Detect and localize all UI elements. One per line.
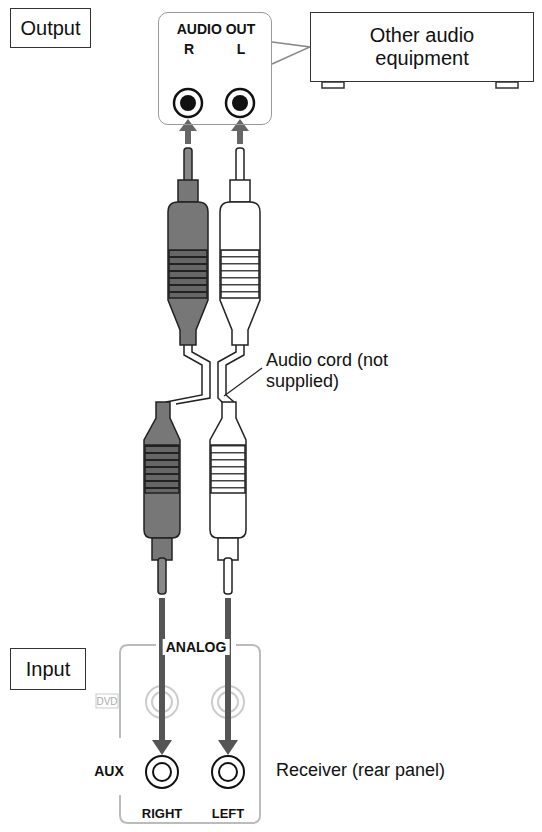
audio-out-panel: AUDIO OUT R L bbox=[158, 12, 272, 125]
jack-label: DVD bbox=[96, 696, 117, 708]
dvd-frame bbox=[96, 694, 118, 708]
callout-wedge bbox=[272, 42, 310, 64]
plug-red bbox=[144, 402, 180, 594]
box-label: Input bbox=[20, 658, 76, 681]
plug-white bbox=[220, 148, 260, 345]
leader-line bbox=[224, 368, 262, 396]
cord-wire bbox=[166, 345, 244, 404]
jack-label: AUX bbox=[94, 763, 124, 779]
receiver-panel: ANALOG DVD AUX RIGHT LEFT bbox=[92, 634, 267, 828]
device-label: Receiver (rear panel) bbox=[276, 760, 536, 781]
equipment-foot bbox=[496, 82, 518, 88]
panel-outline bbox=[120, 645, 260, 823]
jack-label: L bbox=[237, 41, 246, 57]
plug-white bbox=[210, 402, 246, 594]
box-label: Other audio equipment bbox=[316, 24, 528, 70]
insert-arrow bbox=[152, 598, 238, 755]
output-jacks bbox=[174, 89, 254, 117]
panel-label: AUDIO OUT bbox=[177, 21, 256, 37]
plug-red bbox=[168, 148, 208, 345]
equipment-foot bbox=[322, 82, 344, 88]
cord-label: Audio cord (not supplied) bbox=[266, 350, 426, 391]
input-tag: Input bbox=[10, 648, 86, 690]
box-label: Output bbox=[14, 17, 86, 40]
aux-jacks bbox=[146, 756, 244, 788]
panel-label: ANALOG bbox=[163, 639, 230, 655]
jack-label: RIGHT bbox=[142, 807, 182, 822]
jack-label: R bbox=[184, 41, 194, 57]
insert-arrow bbox=[179, 119, 249, 144]
equipment-box: Other audio equipment bbox=[310, 12, 534, 82]
output-tag: Output bbox=[10, 8, 91, 48]
jack-label: LEFT bbox=[212, 807, 245, 822]
